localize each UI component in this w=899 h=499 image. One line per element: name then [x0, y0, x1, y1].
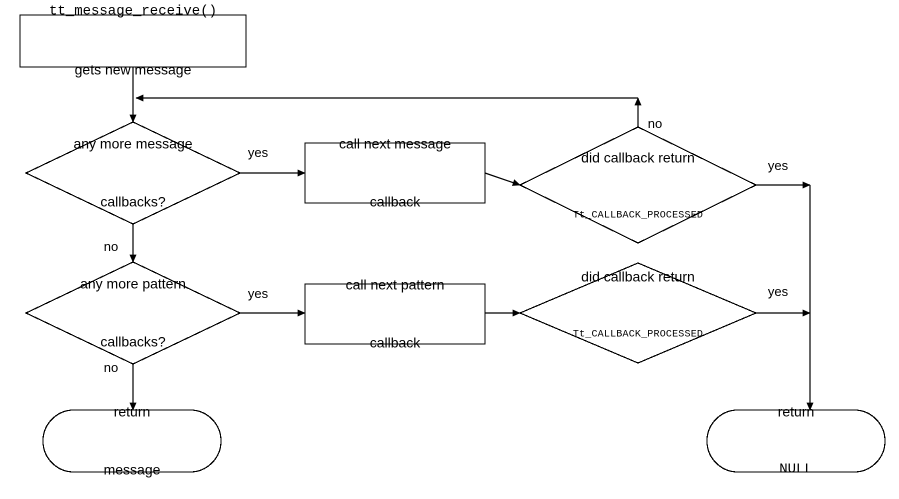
start-box-shape	[19, 14, 247, 68]
decision-message-callbacks-shape	[24, 121, 242, 225]
decision-message-return-shape	[518, 126, 758, 244]
call-pattern-callback-shape	[304, 283, 486, 345]
return-null-shape	[706, 409, 886, 473]
return-message-shape	[42, 409, 222, 473]
decision-pattern-callbacks-shape	[24, 261, 242, 365]
call-message-callback-shape	[304, 142, 486, 204]
edge-call-message-to-return	[484, 172, 521, 186]
decision-pattern-return-shape	[518, 262, 758, 364]
